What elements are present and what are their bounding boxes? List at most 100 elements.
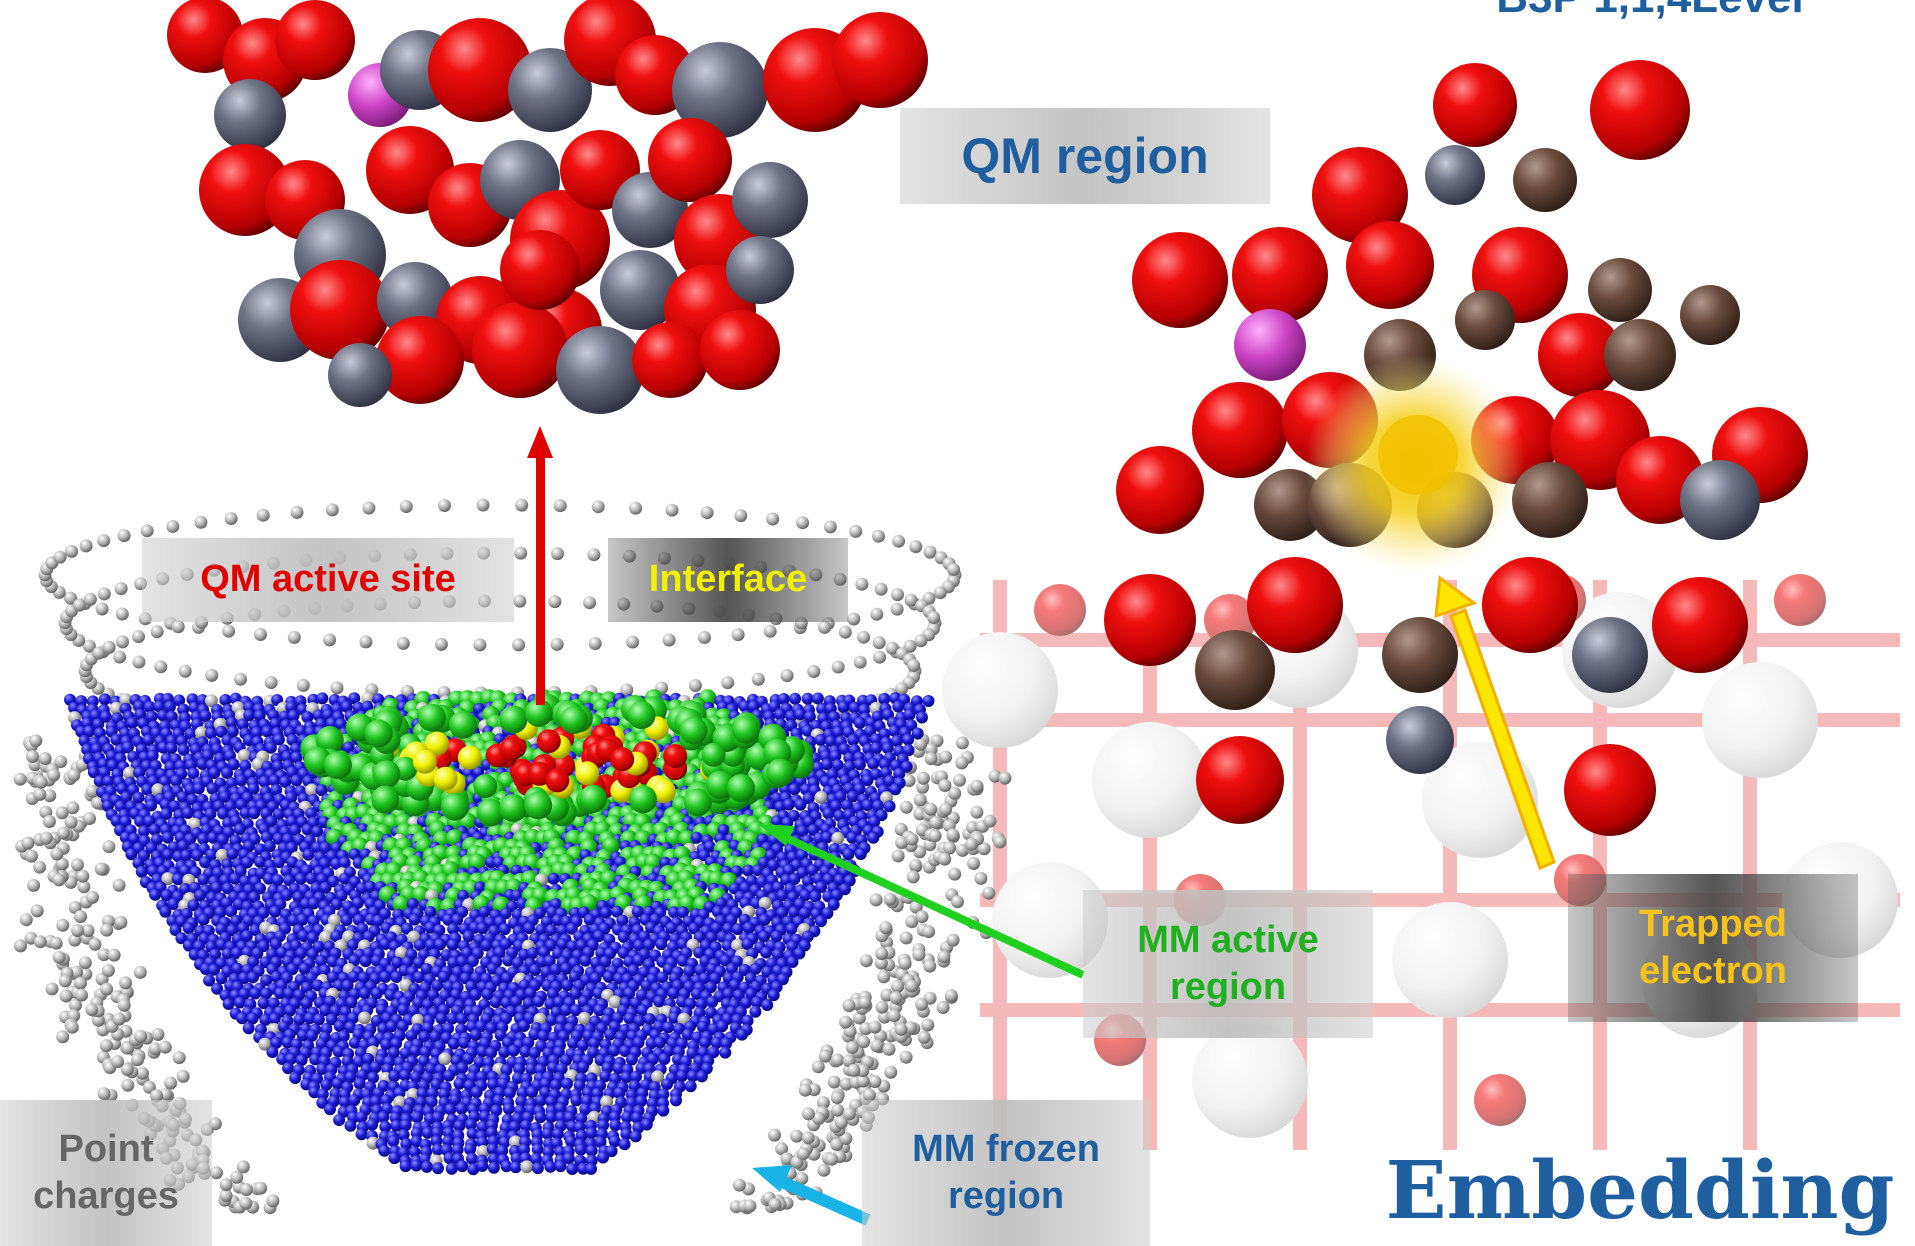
cluster-atom: [916, 711, 928, 724]
cluster-atom: [599, 906, 612, 919]
cluster-atom: [318, 964, 331, 977]
point-charge: [993, 835, 1007, 849]
cluster-atom: [248, 891, 261, 904]
cluster-atom: [425, 1095, 438, 1108]
cluster-atom: [274, 987, 287, 1000]
point-charge: [92, 646, 106, 660]
point-charge: [823, 520, 837, 534]
cluster-atom: [788, 873, 801, 885]
cluster-atom: [143, 815, 156, 828]
cluster-atom: [236, 1012, 249, 1025]
cluster-atom: [619, 1045, 632, 1057]
cluster-atom: [221, 882, 234, 895]
point-charge: [67, 768, 81, 782]
cluster-atom: [653, 995, 666, 1008]
cluster-atom: [379, 1120, 392, 1133]
point-charge: [95, 602, 109, 616]
point-charge: [917, 1030, 931, 1044]
qm-active-site-label: QM active site: [142, 538, 514, 622]
active-site-atom: [412, 749, 437, 774]
cluster-atom: [490, 1104, 503, 1117]
active-site-atom: [575, 761, 600, 786]
cluster-atom: [493, 946, 506, 959]
point-charge: [946, 828, 960, 842]
cluster-atom: [500, 1012, 512, 1025]
cluster-atom: [785, 710, 797, 723]
cluster-atom: [413, 971, 425, 984]
cluster-atom: [853, 758, 866, 771]
point-charge: [923, 959, 937, 973]
active-site-atom: [364, 719, 393, 748]
cluster-atom: [258, 775, 271, 788]
point-charge: [955, 736, 969, 750]
point-charge: [14, 939, 27, 953]
cluster-atom: [848, 701, 861, 714]
cluster-atom: [776, 906, 789, 919]
qm-atom: [1590, 60, 1690, 160]
cluster-atom: [798, 907, 811, 920]
cluster-atom: [233, 823, 246, 836]
cluster-atom: [771, 948, 784, 961]
cluster-atom: [210, 881, 223, 894]
cluster-atom: [379, 971, 392, 983]
point-charge: [208, 1117, 222, 1131]
cluster-atom: [761, 999, 774, 1011]
cluster-atom: [161, 872, 175, 886]
cluster-atom: [736, 1028, 748, 1041]
point-charge: [473, 638, 487, 652]
point-charge: [54, 755, 68, 769]
cluster-atom: [608, 1044, 621, 1057]
cluster-atom: [352, 1055, 365, 1068]
cluster-atom: [585, 1127, 598, 1140]
point-charge: [872, 529, 885, 543]
point-charge: [855, 577, 869, 591]
point-charge: [831, 660, 845, 674]
cluster-atom: [324, 1103, 336, 1116]
cluster-atom: [492, 1094, 505, 1107]
cluster-atom: [272, 808, 285, 821]
cluster-atom: [453, 1077, 466, 1090]
point-charge: [827, 1075, 841, 1089]
point-charge: [923, 545, 937, 559]
mm-frozen-region-line2: region: [947, 1175, 1065, 1217]
cluster-atom: [498, 923, 511, 936]
cluster-atom: [539, 1077, 552, 1090]
cluster-atom: [888, 724, 901, 737]
cluster-atom: [611, 905, 623, 918]
active-site-atom: [418, 703, 446, 732]
cluster-atom: [295, 1054, 308, 1067]
cluster-atom: [820, 831, 833, 844]
point-charge: [818, 1049, 832, 1063]
cluster-atom: [225, 905, 238, 918]
cluster-atom: [485, 1046, 498, 1059]
cluster-atom: [160, 889, 173, 902]
cluster-atom: [756, 875, 768, 888]
cluster-atom: [462, 930, 475, 943]
cluster-atom: [720, 1037, 733, 1050]
cluster-atom: [405, 1029, 418, 1042]
cluster-atom: [618, 1138, 631, 1151]
active-site-atom: [524, 791, 553, 820]
cluster-atom: [814, 733, 827, 746]
cluster-atom: [893, 767, 906, 780]
point-charge: [120, 1063, 134, 1076]
cluster-atom: [159, 798, 172, 811]
point-charge: [801, 1107, 815, 1121]
cluster-atom: [397, 1129, 410, 1141]
cluster-atom: [796, 825, 809, 837]
point-charge: [222, 624, 236, 638]
cluster-atom: [344, 1021, 357, 1034]
cluster-atom: [485, 1021, 498, 1034]
cluster-atom: [142, 734, 155, 747]
point-charge: [79, 539, 93, 553]
cluster-atom: [721, 939, 734, 952]
point-charge: [56, 1030, 70, 1044]
point-charge: [102, 640, 116, 654]
point-charge: [620, 683, 634, 697]
cluster-atom: [98, 693, 111, 706]
header-partial-text-value: B3P 1,1,4Level: [1496, 0, 1803, 25]
cluster-atom: [411, 1013, 425, 1027]
point-charge: [858, 996, 872, 1010]
point-charge: [817, 1163, 831, 1177]
cluster-atom: [837, 701, 850, 713]
